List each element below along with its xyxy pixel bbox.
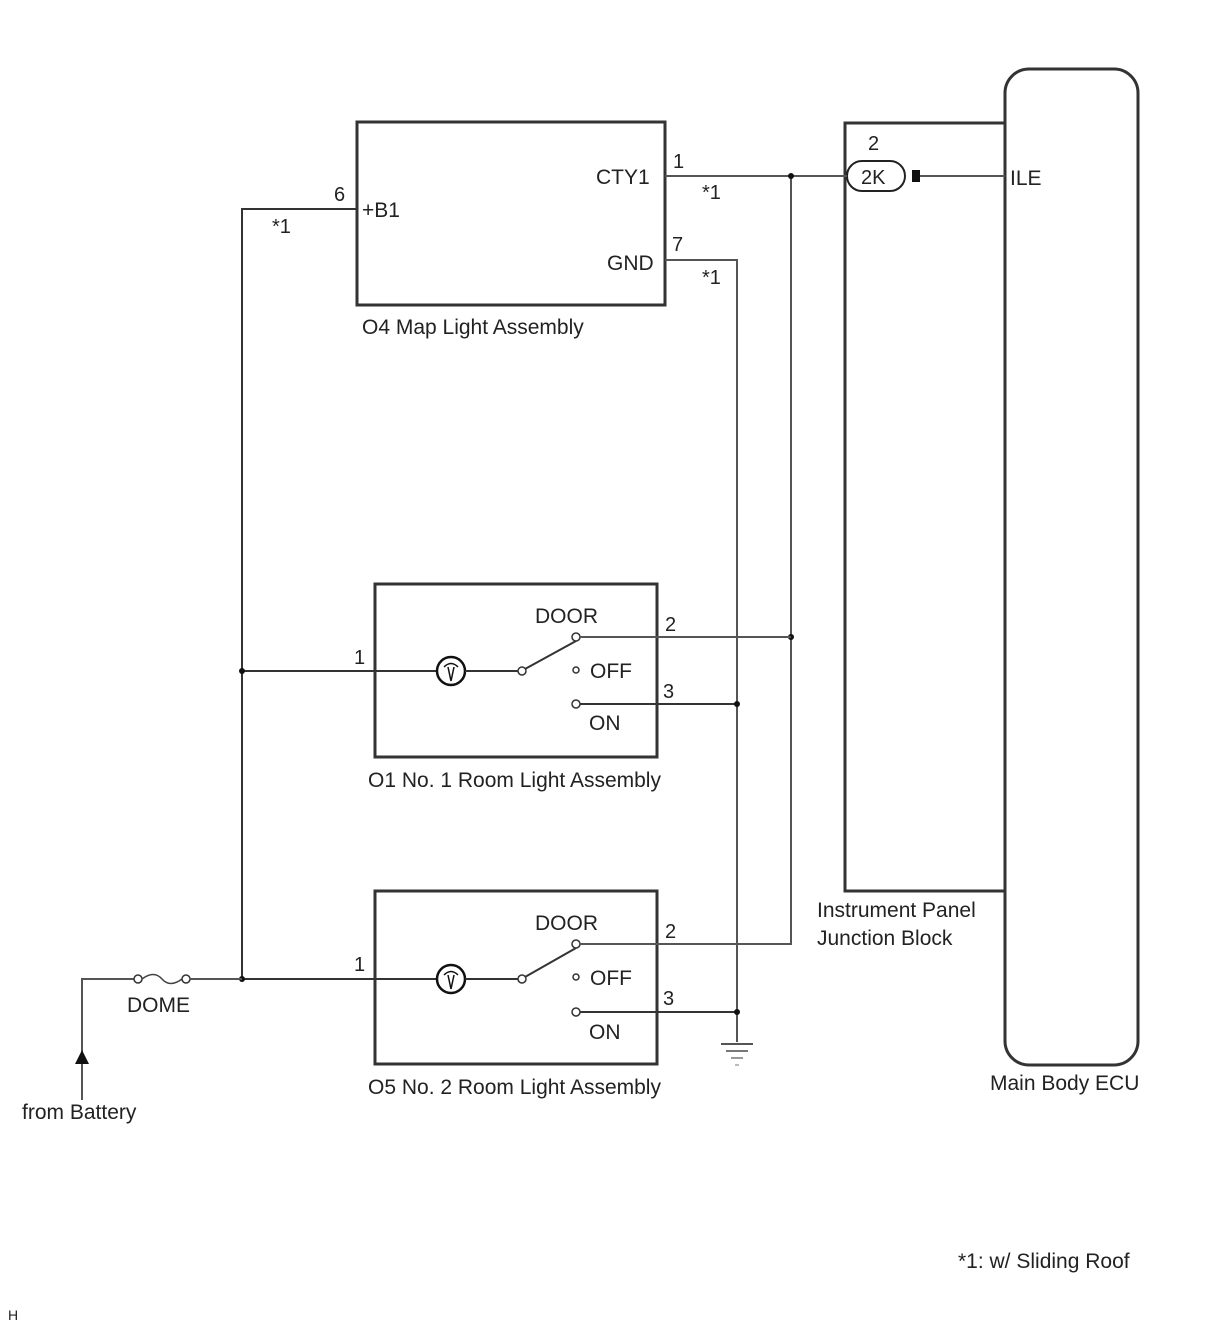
map-light-pin-7: 7 [672,234,683,256]
main-body-ecu-label: Main Body ECU [990,1072,1139,1095]
connector-2k-pin: 2 [868,133,879,155]
map-light-pin-gnd: GND [607,252,654,275]
switch-common-terminal [517,666,527,676]
room-light-2-label: O5 No. 2 Room Light Assembly [368,1076,661,1099]
switch-off-terminal [572,666,580,674]
switch-on-terminal [571,1007,581,1017]
room-light-2-pin-1: 1 [354,954,365,976]
lamp-icon [435,963,467,995]
main-body-ecu-box [1003,67,1140,1067]
map-light-note-b1: *1 [272,216,291,238]
switch-lever [524,947,577,978]
room-light-1-pin-2: 2 [665,614,676,636]
map-light-box [355,120,667,307]
switch-common-terminal [517,974,527,984]
switch-lever [524,640,577,670]
fuse-label: DOME [127,994,190,1017]
room-light-1-label: O1 No. 1 Room Light Assembly [368,769,661,792]
junction-dot [788,173,794,179]
battery-label: from Battery [22,1101,137,1124]
map-light-note-cty1: *1 [702,182,721,204]
junction-block-label-1: Instrument Panel [817,899,976,922]
room-light-1-pin-3: 3 [663,681,674,703]
connector-2k-label: 2K [861,167,886,189]
switch-2-door: DOOR [535,912,598,935]
junction-block-box [843,121,1005,893]
switch-2-on: ON [589,1021,621,1044]
room-light-2-box [373,889,659,1066]
room-light-1-pin-1: 1 [354,647,365,669]
footnote: *1: w/ Sliding Roof [958,1250,1130,1273]
wire-room-2-door [580,943,792,945]
arrow-up-icon [75,1050,89,1064]
map-light-label: O4 Map Light Assembly [362,316,584,339]
switch-1-door: DOOR [535,605,598,628]
switch-1-off: OFF [590,660,632,683]
switch-door-terminal [571,939,581,949]
connector-arrow-icon [912,170,920,182]
switch-1-on: ON [589,712,621,735]
junction-block-label-2: Junction Block [817,927,953,950]
junction-dot [734,701,740,707]
ground-icon [721,1043,753,1066]
junction-dot [734,1009,740,1015]
switch-2-off: OFF [590,967,632,990]
room-light-2-pin-2: 2 [665,921,676,943]
wire-gnd [665,259,738,1042]
map-light-pin-6: 6 [334,184,345,206]
corner-mark: H [8,1307,18,1323]
wire-b1 [241,208,357,979]
map-light-note-gnd: *1 [702,267,721,289]
map-light-pin-b1: +B1 [362,199,400,222]
map-light-pin-cty1: CTY1 [596,166,650,189]
switch-on-terminal [571,699,581,709]
fuse-icon [133,973,191,985]
switch-off-terminal [572,973,580,981]
room-light-2-pin-3: 3 [663,988,674,1010]
map-light-pin-1: 1 [673,151,684,173]
ecu-pin-ile: ILE [1010,167,1042,190]
switch-door-terminal [571,632,581,642]
junction-dot [239,668,245,674]
lamp-icon [435,655,467,687]
